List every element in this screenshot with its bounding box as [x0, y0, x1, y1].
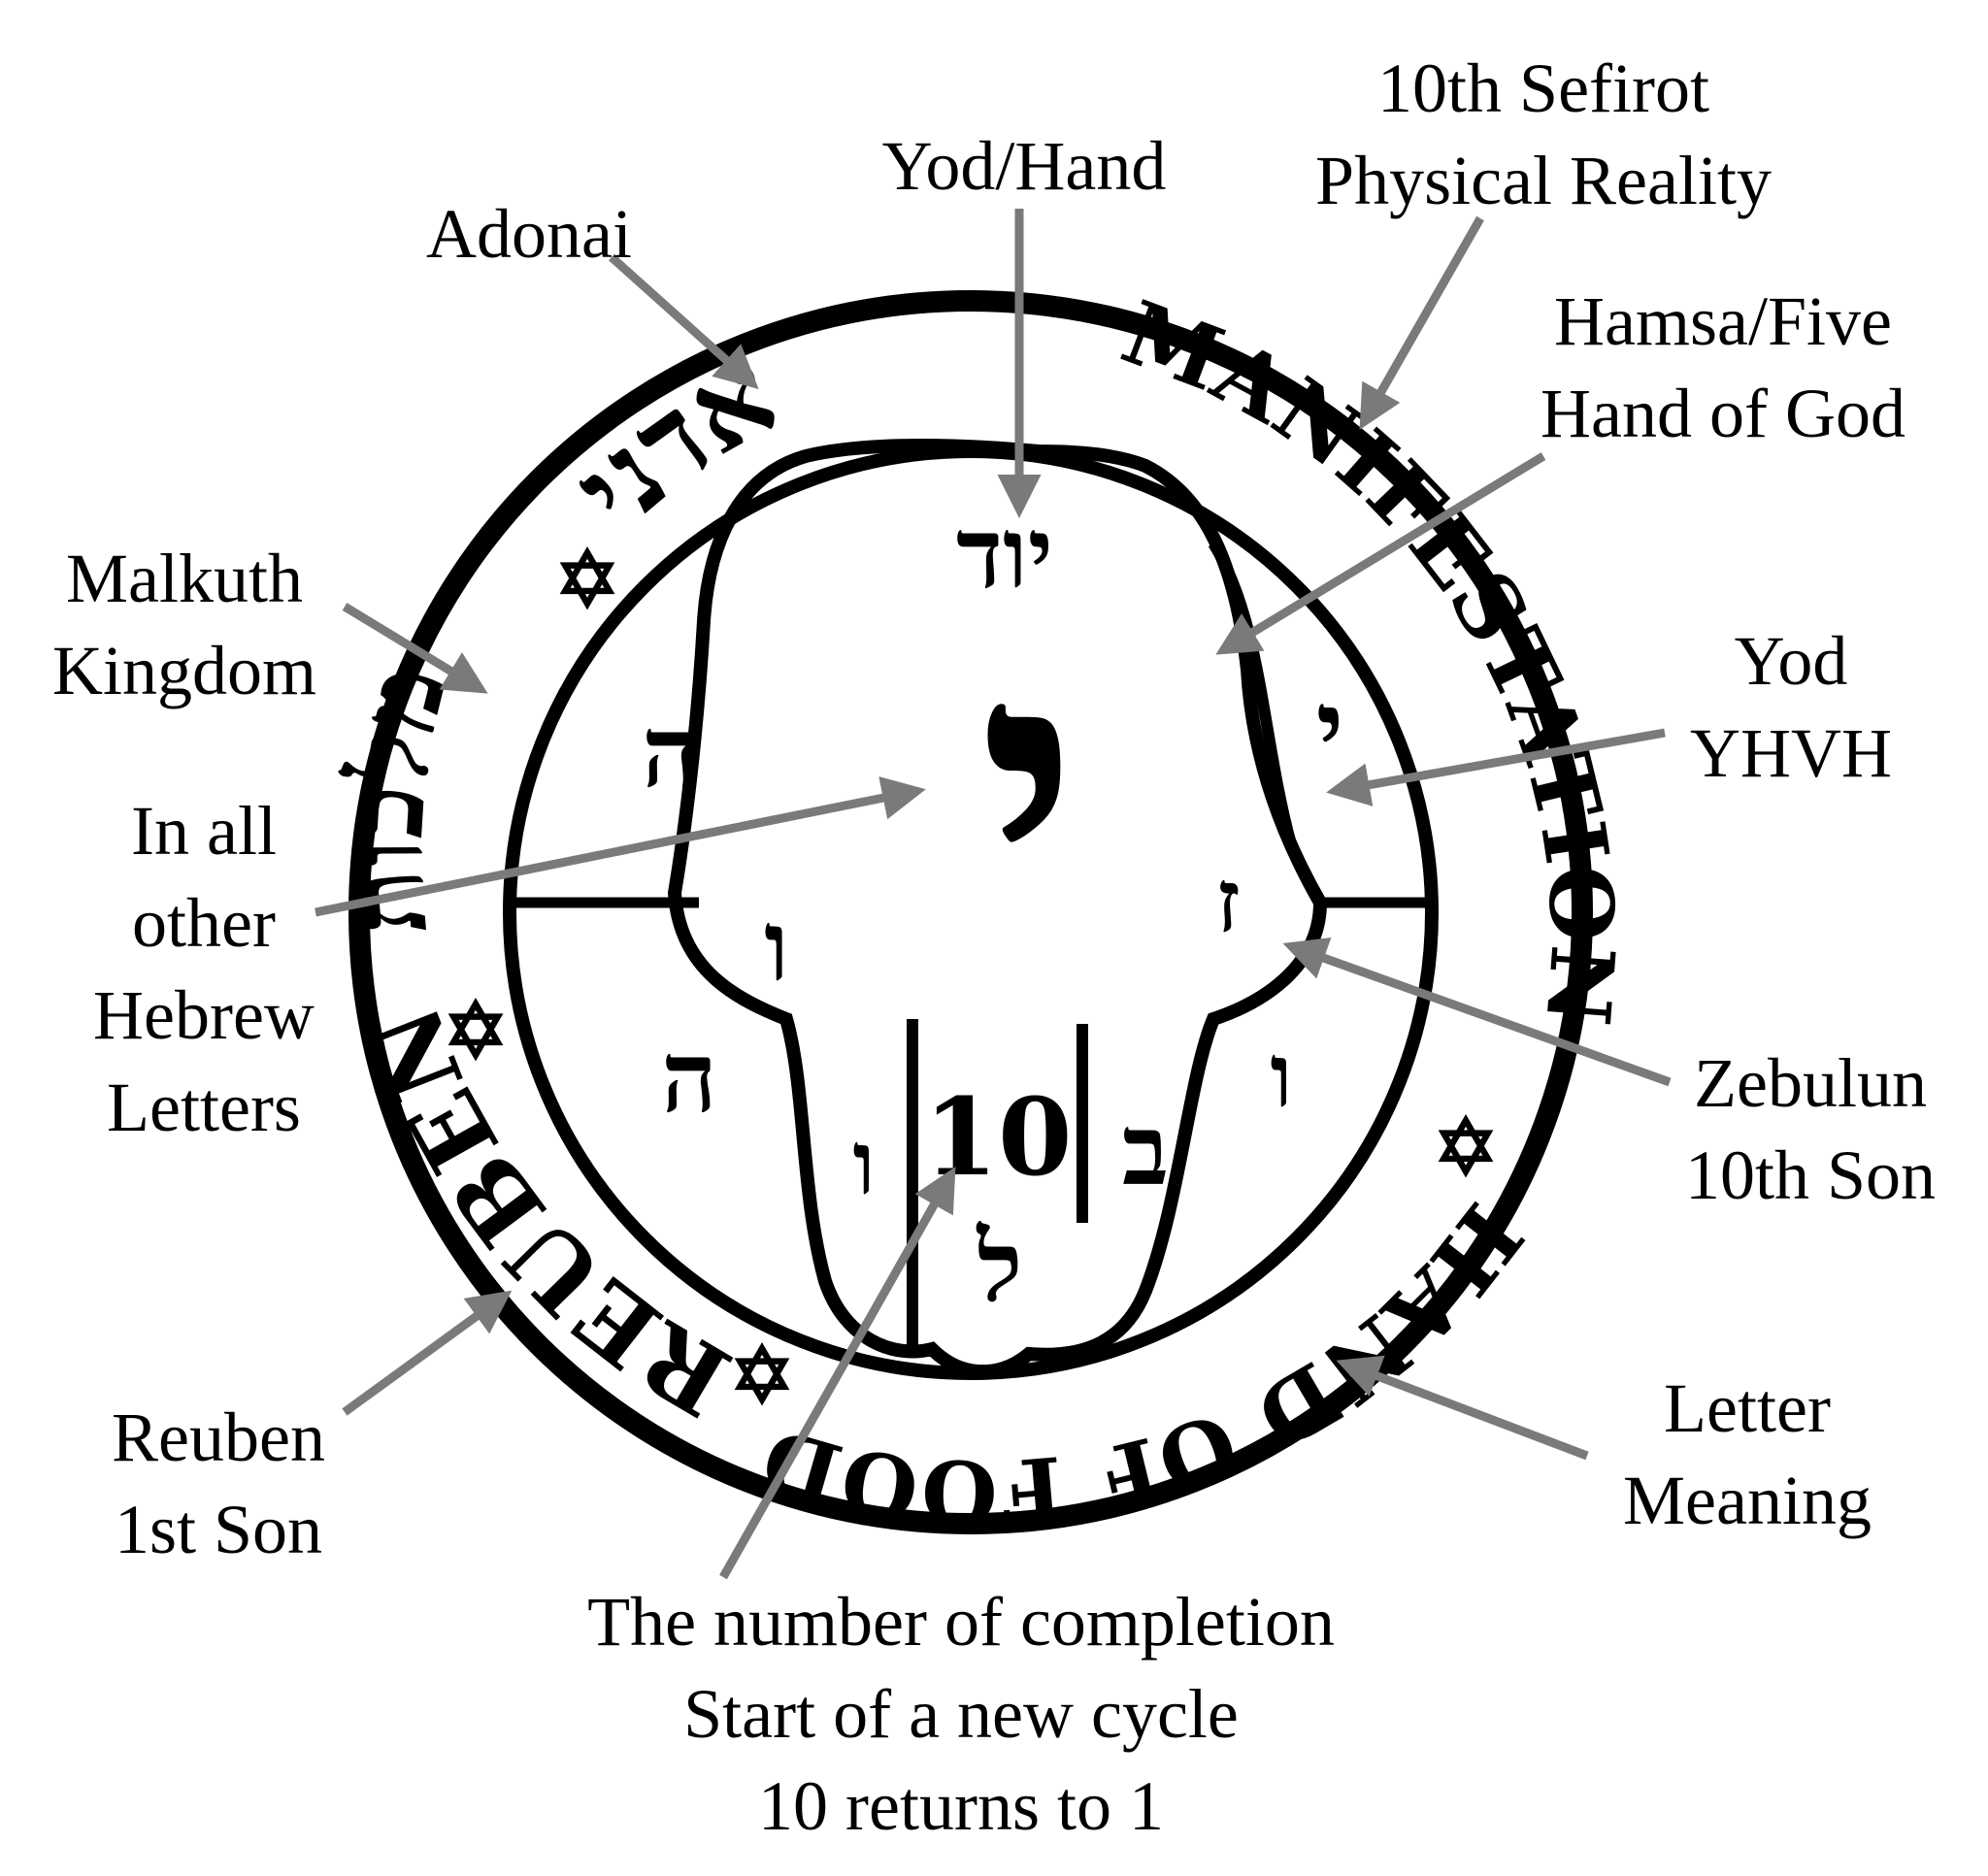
label-letter-line1: Letter	[1664, 1369, 1831, 1447]
label-yod-hand: Yod/Hand	[882, 127, 1167, 205]
outer-ring	[348, 290, 1593, 1534]
label-hamsa-line2: Hand of God	[1541, 375, 1905, 452]
vav-right-letter: ו	[1270, 1025, 1292, 1128]
arrow-in-all	[315, 776, 926, 917]
label-reuben-line2: 1st Son	[115, 1491, 322, 1568]
bet-letter: ב	[1122, 1093, 1169, 1207]
ring-adonai-text: אדני	[547, 325, 797, 556]
arrow-completion	[719, 1167, 956, 1580]
yod-right-letter: י	[1316, 667, 1344, 792]
label-sefirot-line1: 10th Sefirot	[1377, 49, 1709, 127]
arrow-yod-yhvh	[1326, 728, 1666, 806]
star-top-left-icon: ✡	[554, 534, 619, 625]
zayin-letter: ז	[1215, 850, 1240, 953]
arrow-zebulun	[1282, 937, 1672, 1087]
label-in-all-line2: other	[132, 884, 276, 962]
star-right-icon: ✡	[1433, 1102, 1498, 1193]
label-sefirot-line2: Physical Reality	[1315, 142, 1772, 219]
label-reuben-line1: Reuben	[112, 1399, 325, 1476]
label-completion-line2: Start of a new cycle	[683, 1675, 1239, 1753]
hamsa-outline	[667, 439, 1328, 1379]
label-in-all-line4: Letters	[107, 1069, 301, 1146]
vav-left-letter: ו	[764, 889, 789, 1004]
arrow-adonai	[608, 253, 759, 390]
label-malkuth-line1: Malkuth	[66, 540, 303, 617]
label-zebulun-line2: 10th Son	[1685, 1136, 1936, 1214]
arrow-reuben	[342, 1290, 513, 1416]
label-zebulun-line1: Zebulun	[1694, 1044, 1927, 1122]
label-completion-line1: The number of completion	[587, 1583, 1335, 1661]
arrow-malkuth	[342, 603, 488, 694]
label-in-all-line3: Hebrew	[93, 976, 315, 1054]
label-completion-line3: 10 returns to 1	[758, 1767, 1164, 1845]
label-hamsa-line1: Hamsa/Five	[1554, 282, 1892, 360]
star-bottom-icon: ✡	[729, 1330, 794, 1421]
arrow-letter-meaning	[1336, 1355, 1589, 1461]
hamsa-thumb-line	[1208, 540, 1297, 846]
lamed-letter: ל	[977, 1209, 1023, 1324]
label-yod-line2: YHVH	[1690, 714, 1892, 792]
arrow-hamsa	[1215, 452, 1546, 655]
big-yod-letter: י	[978, 568, 1080, 1024]
arrow-sefirot	[1359, 215, 1484, 430]
vav-bottom-letter: ו	[852, 1112, 875, 1215]
label-adonai: Adonai	[426, 195, 632, 273]
label-malkuth-line2: Kingdom	[52, 632, 316, 709]
star-left-icon: ✡	[443, 985, 508, 1076]
label-in-all-line1: In all	[131, 792, 277, 870]
he-upper-letter: ה	[642, 695, 698, 809]
label-yod-line1: Yod	[1735, 622, 1848, 700]
label-letter-line2: Meaning	[1623, 1462, 1872, 1539]
he-lower-letter: ה	[661, 1020, 717, 1135]
